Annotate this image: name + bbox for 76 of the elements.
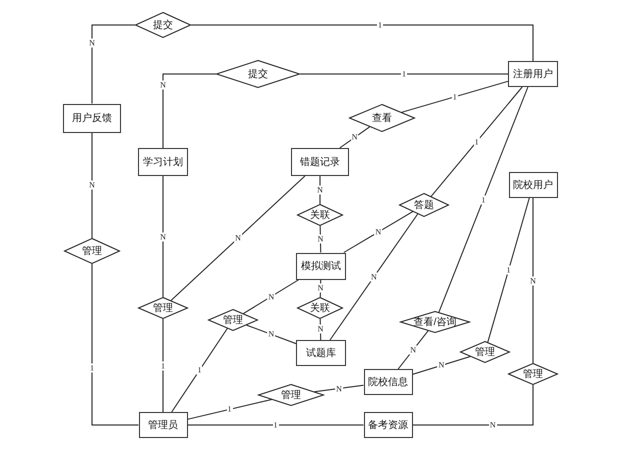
- cardinality-label: N: [159, 80, 167, 89]
- connector-line: [92, 264, 139, 426]
- cardinality-label: N: [316, 284, 324, 293]
- cardinality-label: N: [316, 324, 324, 334]
- relationship-diamond: 答题: [399, 193, 449, 217]
- cardinality-label: 1: [401, 70, 407, 78]
- connector-line: [412, 384, 534, 426]
- connector-line: [401, 80, 508, 113]
- connector-line: [187, 399, 272, 420]
- entity-box: 学习计划: [138, 148, 188, 176]
- connector-line: [187, 424, 364, 426]
- relationship-diamond: 提交: [135, 12, 191, 38]
- cardinality-label: N: [529, 276, 537, 285]
- cardinality-label: 1: [160, 361, 166, 370]
- relationship-diamond: 提交: [216, 60, 300, 88]
- cardinality-label: 1: [377, 20, 383, 30]
- relationship-diamond: 管理: [64, 238, 120, 264]
- cardinality-label: 1: [196, 366, 202, 375]
- cardinality-label: N: [438, 360, 446, 370]
- cardinality-label: N: [316, 234, 324, 244]
- connector-line: [171, 328, 228, 412]
- entity-box: 管理员: [138, 412, 188, 438]
- connector-line: [320, 225, 322, 253]
- entity-box: 院校用户: [508, 172, 558, 198]
- connector-line: [92, 24, 136, 104]
- relationship-diamond: 管理: [208, 309, 258, 331]
- entity-box: 用户反馈: [63, 104, 121, 132]
- cardinality-label: N: [335, 384, 343, 394]
- relationship-diamond: 查看: [349, 104, 415, 132]
- cardinality-label: 1: [272, 420, 278, 430]
- cardinality-label: N: [88, 180, 96, 190]
- relationship-diamond: 管理: [508, 363, 558, 385]
- connector-line: [242, 279, 300, 314]
- cardinality-label: N: [267, 330, 276, 339]
- cardinality-label: 1: [89, 363, 95, 372]
- entity-box: 错题记录: [291, 148, 349, 176]
- cardinality-label: N: [159, 232, 167, 241]
- connector-line: [438, 86, 528, 313]
- relationship-diamond: 管理: [138, 297, 188, 319]
- relationship-diamond: 关联: [297, 204, 343, 226]
- connector-line: [170, 176, 306, 301]
- cardinality-label: 1: [474, 137, 480, 146]
- cardinality-label: N: [374, 228, 382, 237]
- cardinality-label: N: [316, 186, 324, 194]
- cardinality-label: N: [350, 132, 359, 142]
- connector-line: [162, 74, 216, 148]
- relationship-diamond: 关联: [297, 297, 343, 319]
- entity-box: 模拟测试: [296, 252, 346, 280]
- connector-line: [343, 211, 414, 253]
- cardinality-label: N: [88, 38, 96, 48]
- entity-box: 备考资源: [364, 412, 412, 438]
- connector-line: [330, 214, 418, 340]
- connector-line: [487, 198, 530, 343]
- relationship-diamond: 管理: [460, 341, 510, 363]
- connector-line: [412, 356, 471, 375]
- entity-box: 注册用户: [508, 61, 558, 87]
- cardinality-label: 1: [452, 92, 458, 102]
- connector-line: [162, 176, 164, 298]
- entity-box: 试题库: [296, 340, 346, 366]
- entity-box: 院校信息: [364, 369, 412, 395]
- connector-line: [314, 384, 364, 392]
- relationship-diamond: 查看/咨询: [400, 311, 470, 333]
- connector-line: [162, 318, 164, 412]
- cardinality-label: N: [370, 272, 378, 282]
- cardinality-label: N: [267, 292, 276, 302]
- cardinality-label: N: [234, 234, 242, 243]
- connector-line: [430, 86, 523, 197]
- cardinality-label: 1: [226, 404, 233, 414]
- cardinality-label: N: [409, 345, 418, 354]
- cardinality-label: 1: [506, 266, 512, 275]
- connector-line: [532, 198, 534, 364]
- relationship-diamond: 管理: [258, 384, 324, 406]
- connector-line: [246, 324, 296, 344]
- cardinality-label: N: [488, 420, 497, 430]
- connector-line: [190, 24, 534, 62]
- cardinality-label: 1: [480, 195, 486, 204]
